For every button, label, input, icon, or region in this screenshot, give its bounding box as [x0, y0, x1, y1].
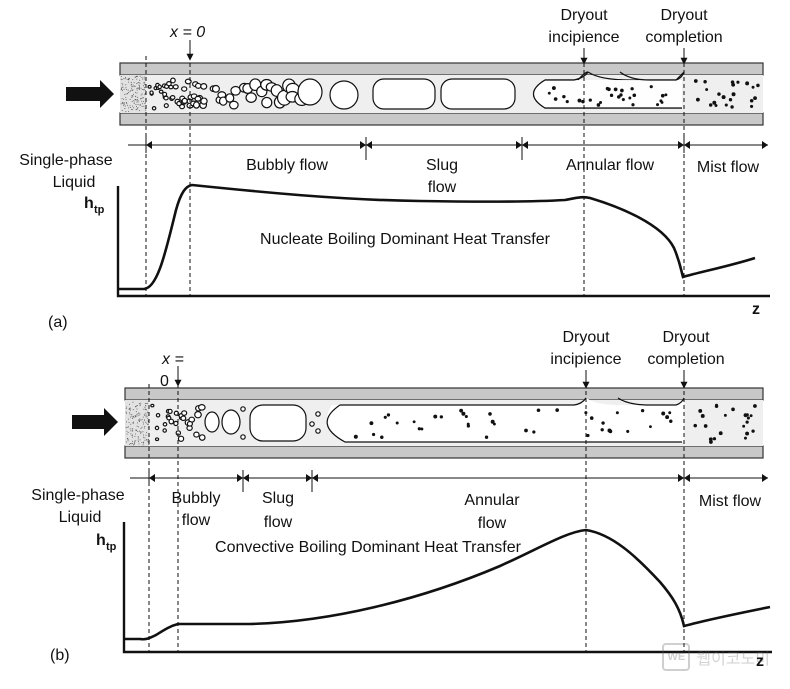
tube-top-wall-b: [124, 387, 764, 401]
slug-flow-label-a-1: Slug: [426, 157, 458, 174]
dryout-completion-label-b-1: Dryout: [662, 329, 710, 346]
mechanism-label-a: Nucleate Boiling Dominant Heat Transfer: [260, 231, 551, 248]
single-phase-label-b-1: Single-phase: [31, 487, 125, 504]
x-axis-label-b: z: [756, 653, 764, 670]
dryout-completion-label-a-1: Dryout: [660, 7, 708, 24]
dryout-incipience-label-b-1: Dryout: [562, 329, 610, 346]
panel-b: x = 0 Dryout incipience Dryout completio…: [31, 329, 772, 670]
panel-a: x = 0 Dryout incipience Dryout completio…: [19, 7, 770, 331]
watermark-logo: WE 웹이코노미: [662, 643, 770, 671]
y-axis-sub-a: tp: [94, 204, 105, 216]
x0-label-b-2: 0: [160, 373, 169, 390]
y-axis-label-a: h: [84, 195, 94, 212]
axes-a: [116, 186, 770, 298]
tube-bottom-wall-b: [124, 445, 764, 459]
mist-flow-label-b: Mist flow: [699, 493, 762, 510]
bubbly-flow-label-b-2: flow: [182, 512, 211, 529]
y-axis-label-b: h: [96, 532, 106, 549]
mist-flow-label-a: Mist flow: [697, 159, 760, 176]
tube-bottom-wall-a: [119, 112, 764, 126]
bubbles-a: [147, 77, 359, 111]
annular-film-top2-a: [619, 71, 685, 81]
htp-curve-b: [124, 528, 771, 641]
annular-film-bottom-b: [326, 404, 682, 443]
annular-flow-label-b-2: flow: [478, 515, 507, 532]
slug-bubble-b1: [249, 404, 307, 442]
annular-flow-label-b-1: Annular: [464, 492, 520, 509]
annular-vapor-b: [327, 398, 684, 446]
slug-bubble-a1: [372, 78, 436, 110]
flow-direction-arrow-icon-b: [72, 408, 118, 436]
x-axis-label-a: z: [752, 301, 760, 318]
dryout-completion-label-a-2: completion: [645, 29, 722, 46]
tube-top-wall-a: [119, 62, 764, 76]
single-phase-label-a-1: Single-phase: [19, 152, 113, 169]
dryout-completion-label-b-2: completion: [647, 351, 724, 368]
slug-bubble-a2: [440, 78, 516, 110]
dryout-incipience-label-b-2: incipience: [550, 351, 621, 368]
bubbles-b: [150, 403, 321, 442]
flow-direction-arrow-icon: [66, 80, 114, 108]
annular-flow-label-a: Annular flow: [566, 157, 654, 174]
panel-tag-b: (b): [50, 647, 70, 664]
regime-ticks-b: [148, 470, 685, 492]
dryout-incipience-label-a-1: Dryout: [560, 7, 608, 24]
mechanism-label-b: Convective Boiling Dominant Heat Transfe…: [215, 539, 522, 556]
single-phase-label-a-2: Liquid: [53, 174, 96, 191]
annular-film-top-a: [545, 71, 589, 81]
htp-curve-a: [118, 183, 756, 291]
axes-b: [122, 522, 772, 654]
x0-label-a: x = 0: [169, 24, 205, 41]
slug-flow-label-a-2: flow: [428, 179, 457, 196]
single-phase-label-b-2: Liquid: [59, 509, 102, 526]
regime-arrows-a: [146, 141, 768, 149]
stipple-a: [120, 75, 147, 113]
dryout-incipience-label-a-2: incipience: [548, 29, 619, 46]
droplets-b: [353, 403, 757, 444]
y-axis-sub-b: tp: [106, 541, 117, 553]
annular-vapor-a: [533, 80, 682, 108]
regime-arrows-b: [149, 474, 768, 482]
bubbly-flow-label-b-1: Bubbly: [172, 490, 221, 507]
watermark-badge: WE: [662, 643, 691, 671]
bubbly-flow-label-a: Bubbly flow: [246, 157, 328, 174]
watermark-text: 웹이코노미: [696, 649, 770, 668]
annular-film-top2-b: [617, 397, 685, 406]
panel-tag-a: (a): [48, 314, 68, 331]
slug-flow-label-b-2: flow: [264, 514, 293, 531]
stipple-b: [125, 401, 150, 446]
annular-film-top-b: [340, 397, 587, 406]
slug-flow-label-b-1: Slug: [262, 490, 294, 507]
x0-label-b-1: x =: [161, 351, 184, 368]
annular-film-bottom-a: [532, 79, 682, 109]
